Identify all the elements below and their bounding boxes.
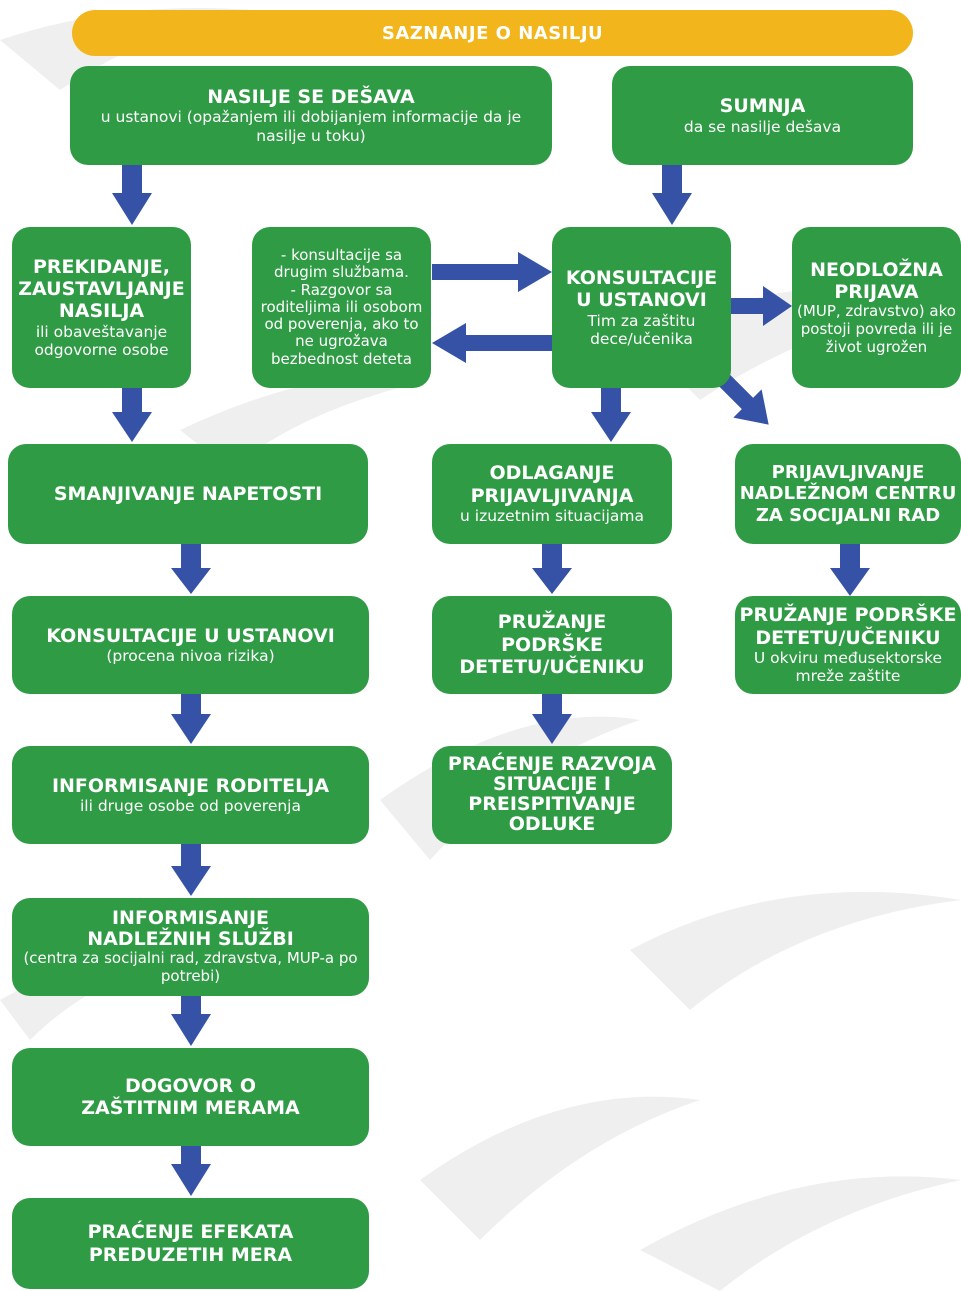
arrow-sluzbi-to-dogovor [171, 996, 211, 1046]
arrow-dogovor-to-pracenje [171, 1146, 211, 1196]
node-subtitle: ili obaveštavanje odgovorne osobe [34, 322, 169, 360]
node-title: PRUŽANJE PODRŠKE DETETU/UČENIKU [459, 611, 645, 679]
node-dogovor: DOGOVOR O ZAŠTITNIM MERAMA [12, 1048, 369, 1146]
node-pracenje-efekata: PRAĆENJE EFEKATA PREDUZETIH MERA [12, 1198, 369, 1289]
watermark-swoosh [0, 958, 160, 1040]
arrow-smanjivanje-to-konsultacije2 [171, 544, 211, 594]
node-konsultacije-note: - konsultacije sa drugim službama. - Raz… [252, 227, 431, 388]
arrow-informisanje-to-sluzbi [171, 844, 211, 896]
node-title: PRIJAVLJIVANJE NADLEŽNOM CENTRU ZA SOCIJ… [739, 462, 957, 526]
node-informisanje-sluzbi: INFORMISANJE NADLEŽNIH SLUŽBI (centra za… [12, 898, 369, 996]
arrow-konsultacije-to-neodlozna [731, 286, 792, 326]
node-title: PREKIDANJE, ZAUSTAVLJANJE NASILJA [18, 255, 185, 323]
node-odlaganje-prijavljivanja: ODLAGANJE PRIJAVLJIVANJA u izuzetnim sit… [432, 444, 672, 544]
node-konsultacije-u-ustanovi: KONSULTACIJE U USTANOVI Tim za zaštitu d… [552, 227, 731, 388]
node-prekidanje: PREKIDANJE, ZAUSTAVLJANJE NASILJA ili ob… [12, 227, 191, 388]
arrow-prekidanje-to-smanjivanje [112, 388, 152, 442]
arrow-sumnja-to-konsultacije [652, 165, 692, 225]
arrow-nasilje-to-prekidanje [112, 165, 152, 225]
node-prijavljivanje-centru: PRIJAVLJIVANJE NADLEŽNOM CENTRU ZA SOCIJ… [735, 444, 961, 544]
watermark-swoosh [630, 891, 961, 1010]
node-konsultacije-procena: KONSULTACIJE U USTANOVI (procena nivoa r… [12, 596, 369, 694]
arrow-konsultacije-to-note [432, 323, 552, 363]
arrow-konsultacije2-to-informisanje [171, 694, 211, 744]
header-saznanje-o-nasilju: SAZNANJE O NASILJU [72, 10, 913, 56]
node-subtitle: Tim za zaštitu dece/učenika [587, 311, 696, 348]
node-subtitle: (procena nivoa rizika) [106, 647, 275, 666]
node-title: PRAĆENJE EFEKATA PREDUZETIH MERA [87, 1221, 294, 1266]
arrow-prijavljivanje-to-podrska [830, 544, 870, 596]
node-subtitle: u izuzetnim situacijama [460, 507, 644, 526]
node-sumnja: SUMNJA da se nasilje dešava [612, 66, 913, 165]
node-pruzanje-podrske-right: PRUŽANJE PODRŠKE DETETU/UČENIKU U okviru… [735, 596, 961, 694]
node-pracenje-razvoja: PRAĆENJE RAZVOJA SITUACIJE I PREISPITIVA… [432, 746, 672, 844]
node-title: SMANJIVANJE NAPETOSTI [53, 482, 323, 505]
node-title: SUMNJA [719, 95, 806, 118]
node-title: DOGOVOR O ZAŠTITNIM MERAMA [81, 1074, 300, 1119]
node-nasilje-se-desava: NASILJE SE DEŠAVA u ustanovi (opažanjem … [70, 66, 552, 165]
node-smanjivanje-napetosti: SMANJIVANJE NAPETOSTI [8, 444, 368, 544]
node-pruzanje-podrske-mid: PRUŽANJE PODRŠKE DETETU/UČENIKU [432, 596, 672, 694]
node-subtitle: u ustanovi (opažanjem ili dobijanjem inf… [100, 108, 522, 145]
header-label: SAZNANJE O NASILJU [381, 22, 604, 44]
node-title: ODLAGANJE PRIJAVLJIVANJA [470, 462, 634, 507]
node-subtitle: U okviru međusektorske mreže zaštite [753, 649, 943, 686]
node-title: PRAĆENJE RAZVOJA SITUACIJE I PREISPITIVA… [447, 753, 657, 835]
node-note-text: - konsultacije sa drugim službama. - Raz… [260, 246, 423, 368]
arrow-podrska-to-pracenje [532, 694, 572, 744]
watermark-swoosh [640, 1176, 961, 1291]
node-title: KONSULTACIJE U USTANOVI [565, 266, 718, 312]
arrow-odlaganje-to-podrska [532, 544, 572, 594]
node-title: INFORMISANJE NADLEŽNIH SLUŽBI [87, 907, 294, 951]
node-title: NEODLOŽNA PRIJAVA [810, 258, 943, 303]
node-title: KONSULTACIJE U USTANOVI [46, 624, 335, 647]
node-subtitle: (MUP, zdravstvo) ako postoji povreda ili… [797, 302, 956, 356]
node-subtitle: da se nasilje dešava [683, 117, 842, 136]
node-subtitle: ili druge osobe od poverenja [79, 797, 301, 816]
node-informisanje-roditelja: INFORMISANJE RODITELJA ili druge osobe o… [12, 746, 369, 844]
node-title: PRUŽANJE PODRŠKE DETETU/UČENIKU [739, 604, 957, 649]
node-title: INFORMISANJE RODITELJA [51, 774, 330, 797]
node-subtitle: (centra za socijalni rad, zdravstva, MUP… [23, 949, 358, 985]
arrow-konsultacije-to-odlaganje [591, 388, 631, 442]
watermark-swoosh [420, 1096, 700, 1240]
node-title: NASILJE SE DEŠAVA [207, 86, 415, 109]
node-neodlozna-prijava: NEODLOŽNA PRIJAVA (MUP, zdravstvo) ako p… [792, 227, 961, 388]
arrow-note-to-konsultacije [432, 252, 552, 292]
